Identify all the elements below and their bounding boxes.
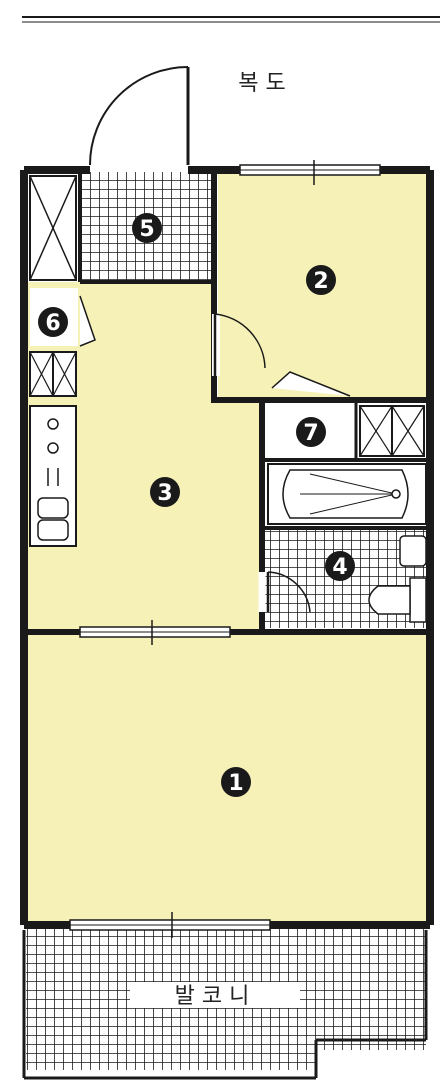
kitchen-counter [29, 405, 77, 547]
svg-text:6: 6 [45, 311, 60, 336]
room-2-door [212, 313, 266, 376]
room-7-door [271, 371, 351, 397]
window-room-3-1 [79, 620, 231, 645]
svg-text:4: 4 [332, 555, 347, 580]
svg-text:5: 5 [139, 217, 154, 242]
window-room-2 [239, 160, 381, 185]
wardrobe-cabinet [29, 175, 77, 281]
svg-text:1: 1 [228, 771, 243, 796]
bathtub [267, 463, 427, 525]
wash-basin [399, 535, 427, 567]
room-badge-4: 4 [325, 551, 355, 581]
room-4-door [258, 571, 311, 613]
room-badge-1: 1 [221, 767, 251, 797]
room-badge-2: 2 [306, 265, 336, 295]
shelf-cabinet-left [29, 351, 77, 397]
balcony-label-bg [130, 982, 300, 1008]
window-balcony [69, 912, 271, 938]
balcony-label: 발 코 니 [175, 984, 250, 1009]
room-badge-6: 6 [38, 307, 68, 337]
svg-text:3: 3 [157, 481, 172, 506]
room-badge-5: 5 [132, 213, 162, 243]
room-6-door [79, 295, 96, 347]
balcony-step-floor [26, 1040, 316, 1070]
svg-text:2: 2 [313, 269, 328, 294]
room-badge-3: 3 [150, 477, 180, 507]
shelf-cabinet-right [359, 405, 425, 457]
toilet [368, 577, 427, 623]
room-3-floor [28, 282, 260, 632]
corridor-label: 복 도 [238, 71, 285, 96]
entrance-door [89, 66, 190, 166]
svg-text:7: 7 [303, 421, 318, 446]
room-badge-7: 7 [296, 417, 326, 447]
